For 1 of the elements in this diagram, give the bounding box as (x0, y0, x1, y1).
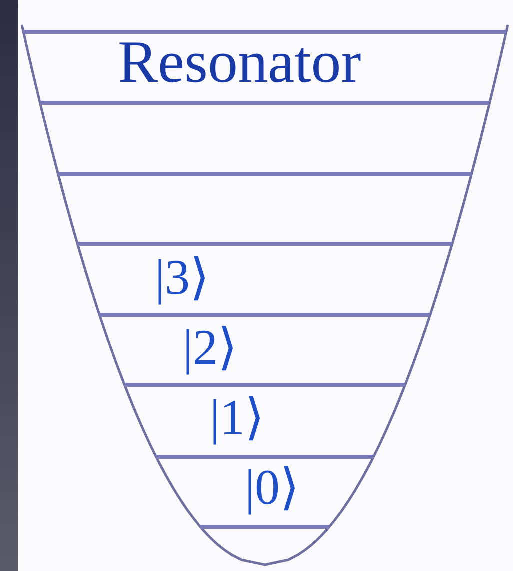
title-label: Resonator (118, 32, 362, 92)
